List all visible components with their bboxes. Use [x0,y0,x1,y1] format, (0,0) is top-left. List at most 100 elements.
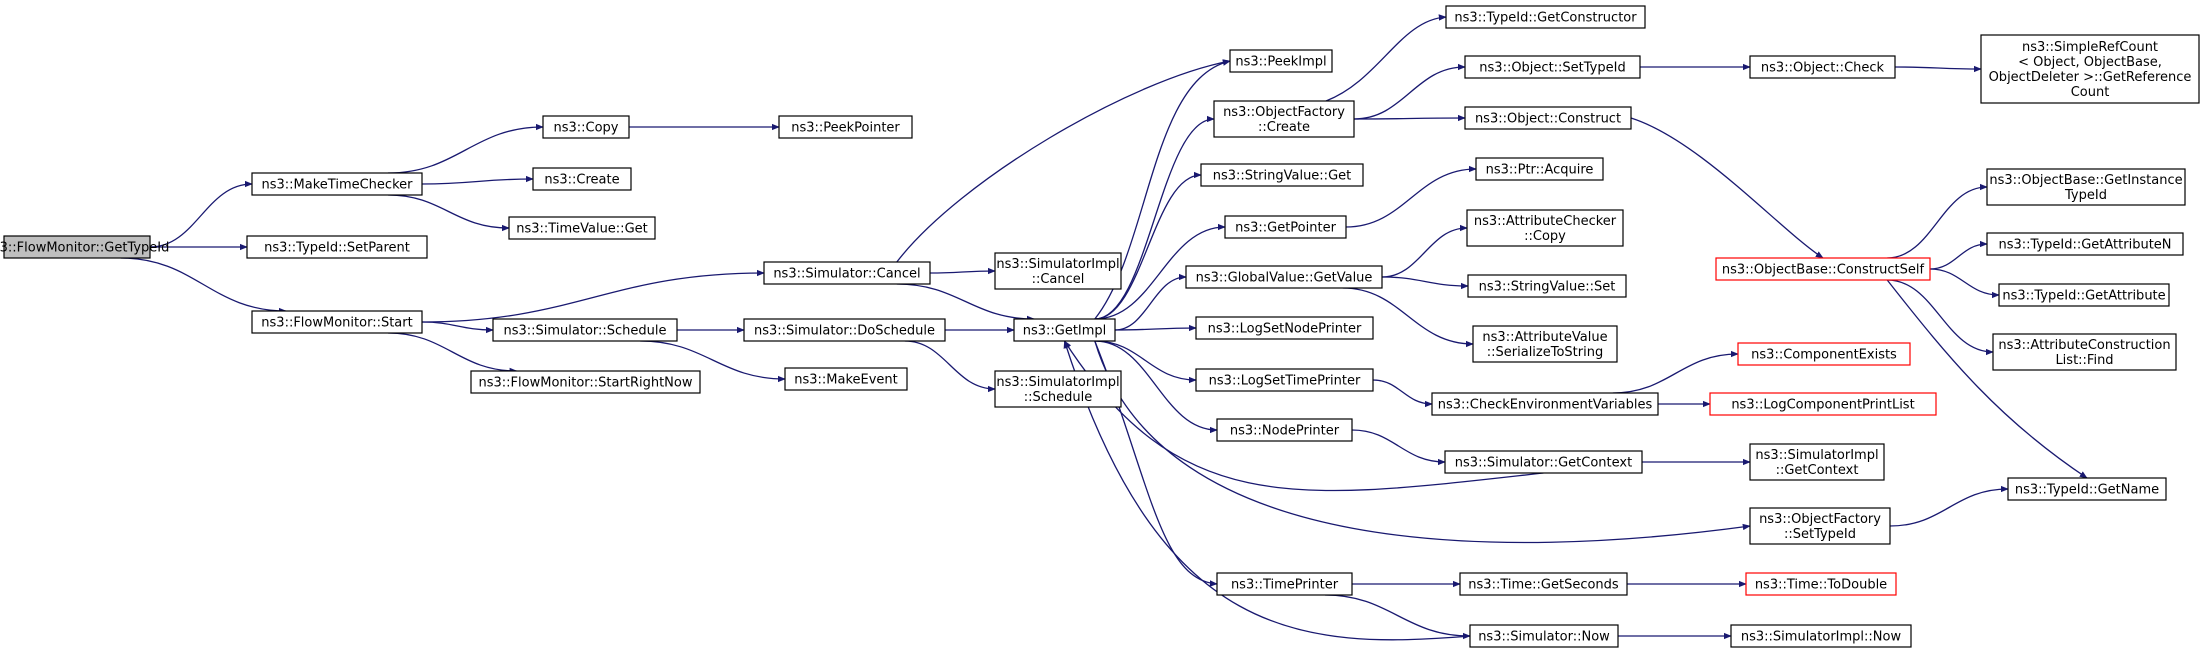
node-box [1986,232,2184,256]
node-label: ns3::FlowMonitor::GetTypeId [0,241,169,256]
node-globalvalue-getvalue[interactable]: ns3::GlobalValue::GetValue [1185,265,1383,289]
node-getimpl[interactable]: ns3::GetImpl [1013,318,1116,342]
node-box [1986,168,2186,206]
node-box [1216,572,1353,596]
node-label: ns3::Time::ToDouble [1755,578,1887,593]
edge-getimpl-to-logsetnodeprinter [1114,324,1197,332]
node-label: ::Cancel [1032,272,1085,287]
edge-sim-schedule-to-makeevent [640,340,786,383]
node-sim-schedule[interactable]: ns3::Simulator::Schedule [492,318,678,342]
edges [120,14,2088,641]
node-typeid-getattributen[interactable]: ns3::TypeId::GetAttributeN [1986,232,2184,256]
node-sim-cancel[interactable]: ns3::Simulator::Cancel [763,261,931,285]
node-label: ns3::TimeValue::Get [516,222,648,237]
node-makeevent[interactable]: ns3::MakeEvent [784,367,908,391]
node-stringvalue-set[interactable]: ns3::StringValue::Set [1467,274,1627,298]
node-attrvalue-serialize[interactable]: ns3::AttributeValue::SerializeToString [1472,325,1618,363]
node-label: ns3::FlowMonitor::StartRightNow [479,376,693,391]
node-time-getseconds[interactable]: ns3::Time::GetSeconds [1459,572,1628,596]
node-object-check[interactable]: ns3::Object::Check [1749,55,1896,79]
node-label: ns3::Simulator::Schedule [503,324,666,339]
node-box [470,370,701,394]
node-timevalue-get[interactable]: ns3::TimeValue::Get [508,216,656,240]
node-attrchecker-copy[interactable]: ns3::AttributeChecker::Copy [1466,209,1624,247]
node-sim-now[interactable]: ns3::Simulator::Now [1469,624,1619,648]
edge-maketimechecker-to-timevalue-get [387,194,510,232]
node-typeid-getname[interactable]: ns3::TypeId::GetName [2007,477,2167,501]
node-simimpl-schedule[interactable]: ns3::SimulatorImpl::Schedule [994,370,1122,408]
node-label: ::Create [1258,120,1310,135]
edge-globalvalue-getvalue-to-attrvalue-serialize [1342,287,1474,348]
node-label: ns3::Object::Check [1761,61,1885,76]
node-getpointer[interactable]: ns3::GetPointer [1224,215,1347,239]
node-box [1466,209,1624,247]
node-ptr-acquire[interactable]: ns3::Ptr::Acquire [1475,157,1604,181]
node-label: ns3::TypeId::GetConstructor [1454,11,1637,26]
node-box [532,167,632,191]
edge-sim-cancel-to-peekimpl [896,59,1231,263]
edge-object-check-to-simplerefcount-getref [1894,65,1982,73]
node-objectbase-constructself[interactable]: ns3::ObjectBase::ConstructSelf [1715,257,1931,281]
node-object-construct[interactable]: ns3::Object::Construct [1464,106,1632,130]
node-label: < Object, ObjectBase, [2018,55,2162,70]
node-label: ::GetContext [1776,463,1859,478]
node-label: ns3::Ptr::Acquire [1486,163,1594,178]
node-stringvalue-get[interactable]: ns3::StringValue::Get [1200,163,1364,187]
node-fm-startrightnow[interactable]: ns3::FlowMonitor::StartRightNow [470,370,701,394]
node-object-settypeid[interactable]: ns3::Object::SetTypeId [1464,55,1641,79]
node-box [1444,450,1643,474]
node-box [1213,100,1355,138]
node-peekpointer[interactable]: ns3::PeekPointer [778,115,913,139]
node-box [1224,215,1347,239]
node-box [1980,34,2200,104]
node-root[interactable]: ns3::FlowMonitor::GetTypeId [0,235,169,259]
node-label: ns3::ObjectBase::GetInstance [1989,173,2182,188]
node-label: ns3::PeekImpl [1235,55,1326,70]
node-box [1464,106,1632,130]
node-simimpl-now[interactable]: ns3::SimulatorImpl::Now [1730,624,1912,648]
edge-maketimechecker-to-copy [387,123,544,174]
node-maketimechecker[interactable]: ns3::MakeTimeChecker [251,172,423,196]
node-logsettimeprinter[interactable]: ns3::LogSetTimePrinter [1195,368,1374,392]
node-label: ns3::SimpleRefCount [2022,40,2158,55]
node-nodeprinter[interactable]: ns3::NodePrinter [1216,418,1353,442]
edge-objfactory-create-to-object-construct [1353,114,1466,122]
node-label: ns3::SimulatorImpl [996,257,1119,272]
node-typeid-setparent[interactable]: ns3::TypeId::SetParent [246,235,428,259]
node-label: ns3::Create [544,173,619,188]
edge-objfactory-create-to-object-settypeid [1353,63,1466,120]
node-box [1749,507,1891,545]
node-simimpl-cancel[interactable]: ns3::SimulatorImpl::Cancel [994,252,1122,290]
node-label: ns3::Simulator::DoSchedule [754,324,935,339]
node-peekimpl[interactable]: ns3::PeekImpl [1229,49,1333,73]
node-label: Count [2071,85,2110,100]
node-sim-getcontext[interactable]: ns3::Simulator::GetContext [1444,450,1643,474]
node-box [246,235,428,259]
node-logcomponentprintlist[interactable]: ns3::LogComponentPrintList [1709,392,1937,416]
node-fm-start[interactable]: ns3::FlowMonitor::Start [251,310,423,334]
node-checkenvvars[interactable]: ns3::CheckEnvironmentVariables [1431,392,1659,416]
node-timeprinter[interactable]: ns3::TimePrinter [1216,572,1353,596]
node-sim-doschedule[interactable]: ns3::Simulator::DoSchedule [743,318,946,342]
node-create[interactable]: ns3::Create [532,167,632,191]
node-typeid-getconstructor[interactable]: ns3::TypeId::GetConstructor [1445,5,1646,29]
node-label: ::SerializeToString [1487,345,1603,360]
node-copy[interactable]: ns3::Copy [542,115,630,139]
node-typeid-getattribute[interactable]: ns3::TypeId::GetAttribute [1998,283,2170,307]
edge-nodeprinter-to-sim-getcontext [1351,429,1446,466]
node-time-todouble[interactable]: ns3::Time::ToDouble [1745,572,1897,596]
node-logsetnodeprinter[interactable]: ns3::LogSetNodePrinter [1195,316,1374,340]
node-objfactory-settypeid[interactable]: ns3::ObjectFactory::SetTypeId [1749,507,1891,545]
edge-root-to-fm-start [120,257,287,315]
node-label: ns3::Time::GetSeconds [1468,578,1619,593]
node-simimpl-getcontext[interactable]: ns3::SimulatorImpl::GetContext [1749,443,1885,481]
node-box [1475,157,1604,181]
node-box [1715,257,1931,281]
node-objfactory-create[interactable]: ns3::ObjectFactory::Create [1213,100,1355,138]
node-label: ns3::MakeEvent [794,373,898,388]
node-componentexists[interactable]: ns3::ComponentExists [1737,342,1911,366]
node-box [1459,572,1628,596]
node-simplerefcount-getref[interactable]: ns3::SimpleRefCount< Object, ObjectBase,… [1980,34,2200,104]
